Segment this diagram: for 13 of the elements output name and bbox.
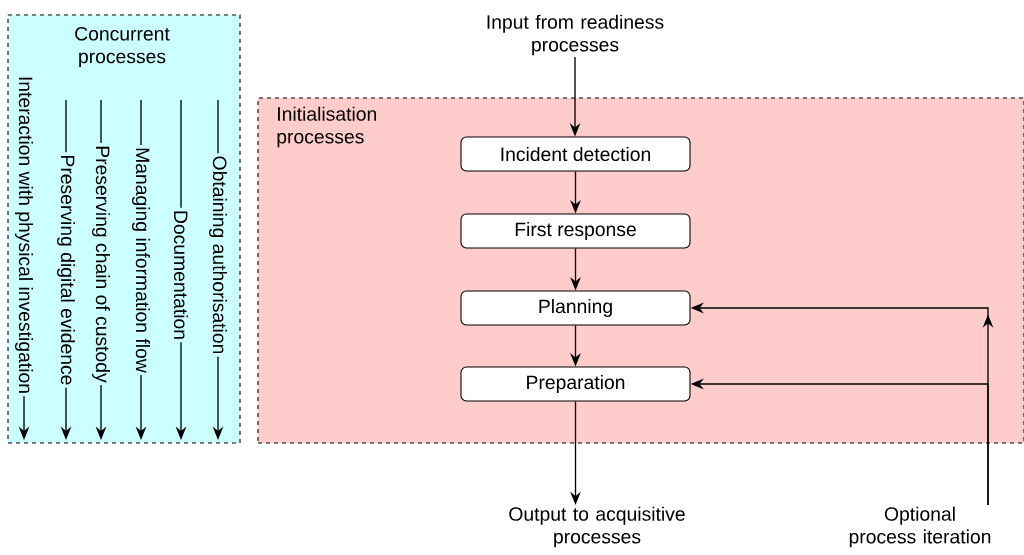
process-label: Preserving digital evidence bbox=[57, 156, 75, 385]
process-box: Planning bbox=[460, 290, 691, 326]
process-label: Preserving chain of custody bbox=[92, 146, 110, 383]
process-box: Incident detection bbox=[460, 136, 691, 172]
process-label: Documentation bbox=[173, 211, 189, 339]
process-label: Managing information flow bbox=[132, 148, 150, 373]
process-label: Obtaining authorisation bbox=[209, 156, 227, 354]
process-label: Interaction with physical investigation bbox=[15, 77, 33, 393]
process-box: First response bbox=[460, 213, 691, 249]
text-label: Input from readiness processes bbox=[487, 14, 664, 56]
process-box: Preparation bbox=[460, 366, 691, 402]
text-label: Optional process iteration bbox=[849, 506, 991, 548]
text-label: Output to acquisitive processes bbox=[509, 506, 685, 548]
